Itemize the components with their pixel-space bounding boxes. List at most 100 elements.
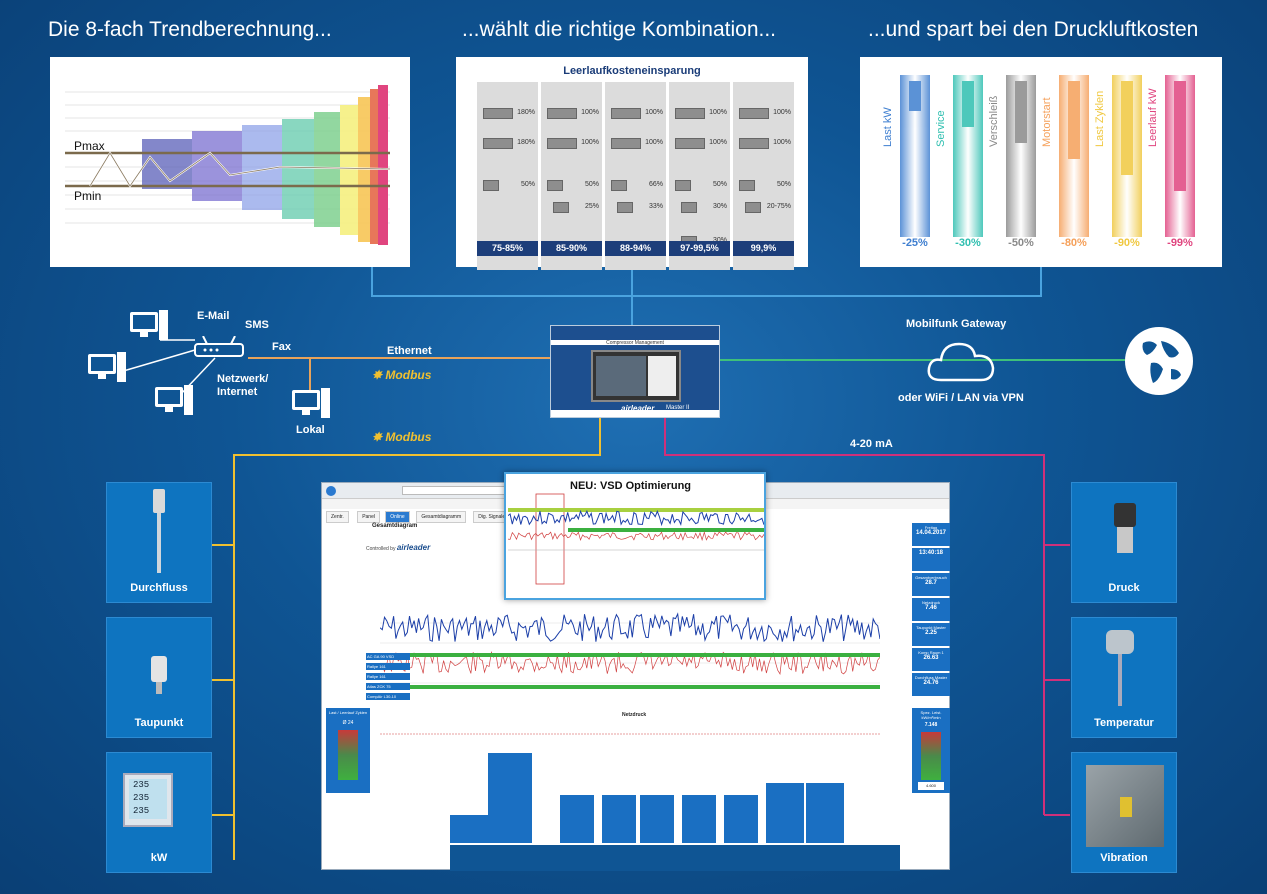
analog-label: 4-20 mA bbox=[850, 438, 893, 450]
savings-bar bbox=[1165, 75, 1195, 237]
compressor-item: Rallye 161 bbox=[366, 673, 410, 680]
savings-value: -99% bbox=[1167, 237, 1193, 249]
vsd-overlay: NEU: VSD Optimierung bbox=[504, 472, 766, 600]
modbus-icon: ✸ bbox=[372, 368, 383, 382]
arrow-down-icon bbox=[1121, 81, 1133, 175]
combination-column: 100%100%50%20-75% bbox=[733, 82, 794, 270]
vsd-chart bbox=[508, 493, 764, 585]
combination-load: 50% bbox=[520, 181, 535, 188]
compressor-icon bbox=[547, 108, 577, 119]
arrow-down-icon bbox=[1174, 81, 1186, 191]
modbus-text-2: Modbus bbox=[385, 430, 432, 444]
compressor-icon bbox=[675, 180, 691, 191]
combination-column: 100%100%66%33% bbox=[605, 82, 666, 270]
compressor-icon bbox=[553, 202, 569, 213]
combination-load: 100% bbox=[709, 109, 727, 116]
fax-label: Fax bbox=[272, 341, 291, 353]
compressor-icon bbox=[611, 138, 641, 149]
headline-right: ...und spart bei den Druckluftkosten bbox=[868, 18, 1199, 41]
savings-label: Last kW bbox=[882, 107, 894, 147]
controlled-by-text: Controlled by bbox=[366, 546, 396, 552]
combination-load: 25% bbox=[584, 203, 599, 210]
software-tab[interactable]: Panel bbox=[357, 511, 380, 523]
combination-load: 50% bbox=[584, 181, 599, 188]
pressure-chart bbox=[380, 733, 880, 735]
combination-footer: 99,9% bbox=[733, 241, 794, 256]
modbus-icon: ✸ bbox=[372, 430, 383, 444]
last-gauge-box: Last / Leerlauf Zyklen Ø 24 bbox=[326, 708, 370, 793]
combination-panel: Leerlaufkosteneinsparung 180%180%50%75-8… bbox=[456, 57, 808, 270]
pmin-label: Pmin bbox=[74, 189, 102, 203]
combination-footer: 75-85% bbox=[477, 241, 538, 256]
combination-load: 180% bbox=[517, 139, 535, 146]
savings-value: -30% bbox=[955, 237, 981, 249]
arrow-down-icon bbox=[909, 81, 921, 111]
combination-load: 100% bbox=[773, 109, 791, 116]
headline-middle: ...wählt die richtige Kombination... bbox=[462, 18, 776, 41]
combination-load: 100% bbox=[645, 139, 663, 146]
combination-load: 66% bbox=[648, 181, 663, 188]
lokal-label: Lokal bbox=[296, 424, 325, 436]
cloud-icon bbox=[925, 334, 997, 391]
sensor-label-taupunkt: Taupunkt bbox=[134, 717, 184, 729]
arrow-down-icon bbox=[1015, 81, 1027, 143]
sensor-label-kw: kW bbox=[150, 852, 168, 864]
email-label: E-Mail bbox=[197, 310, 230, 322]
compressor-icon bbox=[739, 180, 755, 191]
sensor-taupunkt: Taupunkt bbox=[106, 617, 212, 738]
modbus-logo-2: ✸ Modbus bbox=[372, 430, 431, 444]
compressor-icon bbox=[739, 138, 769, 149]
software-footer bbox=[450, 845, 900, 871]
sidebar-card-label: Taupunkt Master bbox=[916, 625, 946, 630]
software-bottom-panels bbox=[450, 753, 900, 843]
savings-label: Service bbox=[935, 110, 947, 147]
combination-load: 100% bbox=[773, 139, 791, 146]
software-tab[interactable]: Online bbox=[385, 511, 410, 523]
ethernet-label: Ethernet bbox=[387, 345, 432, 357]
router-icon bbox=[193, 335, 245, 365]
sidebar-card-value: 24.76 bbox=[923, 680, 939, 686]
controller-model: Master II bbox=[666, 405, 690, 411]
savings-value: -80% bbox=[1061, 237, 1087, 249]
last-label: Last / Leerlauf Zyklen bbox=[328, 710, 368, 715]
sidebar-card-label: Komp Raum 1 bbox=[918, 650, 944, 655]
savings-label: Motorstart bbox=[1041, 97, 1053, 147]
sensor-label-temperatur: Temperatur bbox=[1094, 717, 1154, 729]
combination-load: 100% bbox=[645, 109, 663, 116]
back-icon[interactable] bbox=[326, 486, 336, 496]
main-trend-chart bbox=[380, 612, 880, 689]
combination-load: 100% bbox=[581, 109, 599, 116]
savings-bar bbox=[953, 75, 983, 237]
modbus-logo-1: ✸ Modbus bbox=[372, 368, 431, 382]
combination-load: 50% bbox=[712, 181, 727, 188]
sensor-durchfluss: Durchfluss bbox=[106, 482, 212, 603]
compressor-item: Atlas ZCK 75 bbox=[366, 683, 410, 690]
modbus-text-1: Modbus bbox=[385, 368, 432, 382]
software-tab[interactable]: Zentr. bbox=[326, 511, 349, 523]
combination-load: 30% bbox=[713, 237, 727, 244]
gauge-value: 4.600 bbox=[918, 782, 944, 790]
arrow-down-icon bbox=[1068, 81, 1080, 159]
combination-column: 100%100%50%30%30% bbox=[669, 82, 730, 270]
controller-device: Compressor Management airleader Master I… bbox=[550, 325, 720, 418]
savings-bar bbox=[1059, 75, 1089, 237]
netzdruck-title: Netzdruck bbox=[622, 712, 647, 718]
savings-label: Leerlauf kW bbox=[1147, 88, 1159, 147]
software-tab[interactable]: Gesamtdiagramm bbox=[416, 511, 467, 523]
savings-value: -90% bbox=[1114, 237, 1140, 249]
sensor-label-druck: Druck bbox=[1108, 582, 1140, 594]
sidebar-card-value: 7.46 bbox=[925, 605, 937, 611]
mobilfunk-label: Mobilfunk Gateway bbox=[906, 318, 1007, 330]
controller-brand: airleader bbox=[621, 404, 655, 413]
combination-title: Leerlaufkosteneinsparung bbox=[563, 65, 701, 77]
computer-bottom bbox=[155, 385, 193, 422]
controlled-by: Controlled by airleader bbox=[366, 543, 430, 552]
